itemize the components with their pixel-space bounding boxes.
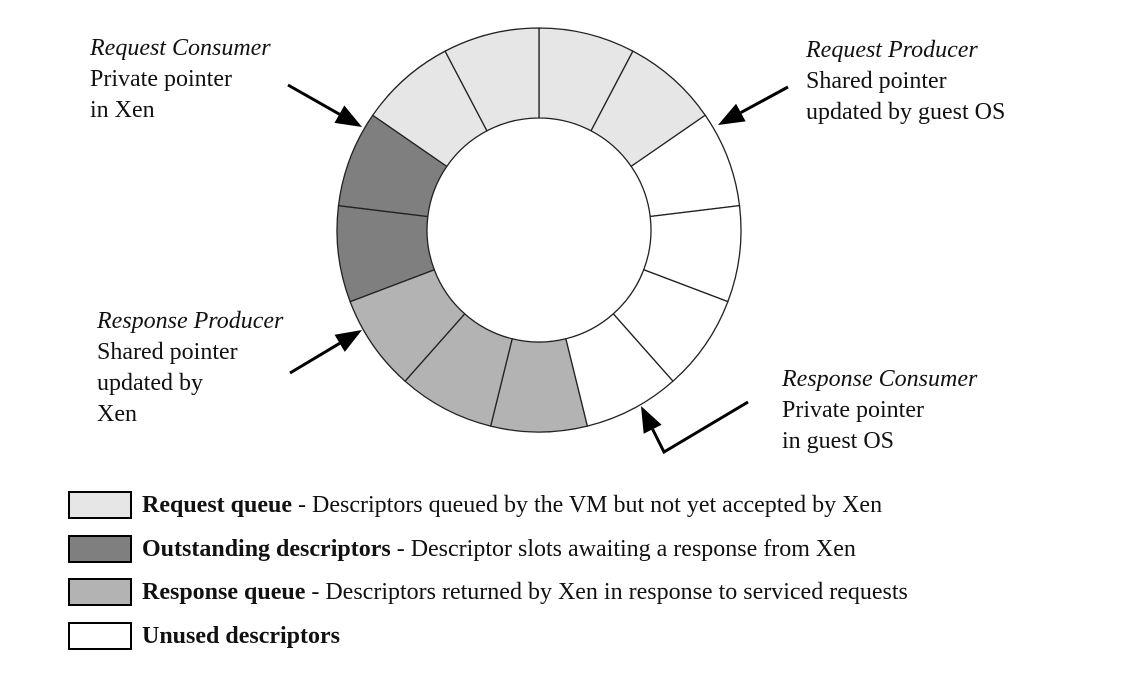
legend-label-bold: Outstanding descriptors — [142, 535, 391, 562]
request-producer-callout: Request Producer Shared pointer updated … — [806, 35, 1005, 128]
response-producer-line: Shared pointer — [97, 339, 238, 365]
legend-swatch — [68, 621, 132, 650]
request-consumer-line: in Xen — [90, 97, 155, 123]
response-consumer-title: Response Consumer — [782, 366, 978, 392]
response-producer-line: Xen — [97, 401, 137, 427]
request-consumer-line: Private pointer — [90, 66, 232, 92]
response-producer-title: Response Producer — [97, 308, 284, 334]
ring-segment-request — [444, 27, 540, 132]
legend-swatch — [68, 578, 132, 606]
legend-label-desc: - Descriptors returned by Xen in respons… — [305, 579, 908, 605]
response-consumer-callout: Response Consumer Private pointer in gue… — [782, 364, 977, 457]
response-producer-arrowhead — [334, 330, 362, 352]
ring-segments — [336, 27, 742, 433]
legend-label-bold: Unused descriptors — [142, 622, 341, 649]
legend-swatch — [68, 491, 132, 519]
legend-label: Request queue - Descriptors queued by th… — [142, 490, 882, 521]
request-producer-line: updated by guest OS — [806, 99, 1006, 125]
response-consumer-arrowhead — [641, 406, 662, 434]
pointer-arrows — [287, 83, 789, 455]
request-consumer-arrowhead — [334, 105, 362, 127]
request-producer-arrow-line — [740, 85, 789, 114]
legend-label-bold: Response queue — [142, 579, 306, 605]
request-consumer-callout: Request Consumer Private pointer in Xen — [90, 33, 271, 126]
legend-label-bold: Request queue — [142, 492, 293, 518]
response-consumer-line: in guest OS — [782, 428, 895, 454]
legend-label: Response queue - Descriptors returned by… — [142, 577, 908, 608]
response-producer-arrow-line — [289, 342, 341, 375]
request-consumer-arrow-line — [287, 83, 341, 116]
response-consumer-arrow-line — [651, 400, 749, 455]
legend-label-desc: - Descriptors queued by the VM but not y… — [292, 492, 883, 518]
request-consumer-title: Request Consumer — [90, 35, 271, 61]
response-consumer-line: Private pointer — [782, 397, 924, 423]
request-producer-title: Request Producer — [806, 37, 978, 63]
legend-label: Outstanding descriptors - Descriptor slo… — [142, 534, 856, 565]
legend-label-desc: - Descriptor slots awaiting a response f… — [390, 535, 856, 562]
request-producer-line: Shared pointer — [806, 68, 947, 94]
legend-swatch — [68, 534, 132, 563]
legend-label: Unused descriptors — [142, 621, 340, 652]
request-producer-arrowhead — [718, 103, 746, 125]
response-producer-line: updated by — [97, 370, 203, 396]
response-producer-callout: Response Producer Shared pointer updated… — [97, 306, 283, 430]
